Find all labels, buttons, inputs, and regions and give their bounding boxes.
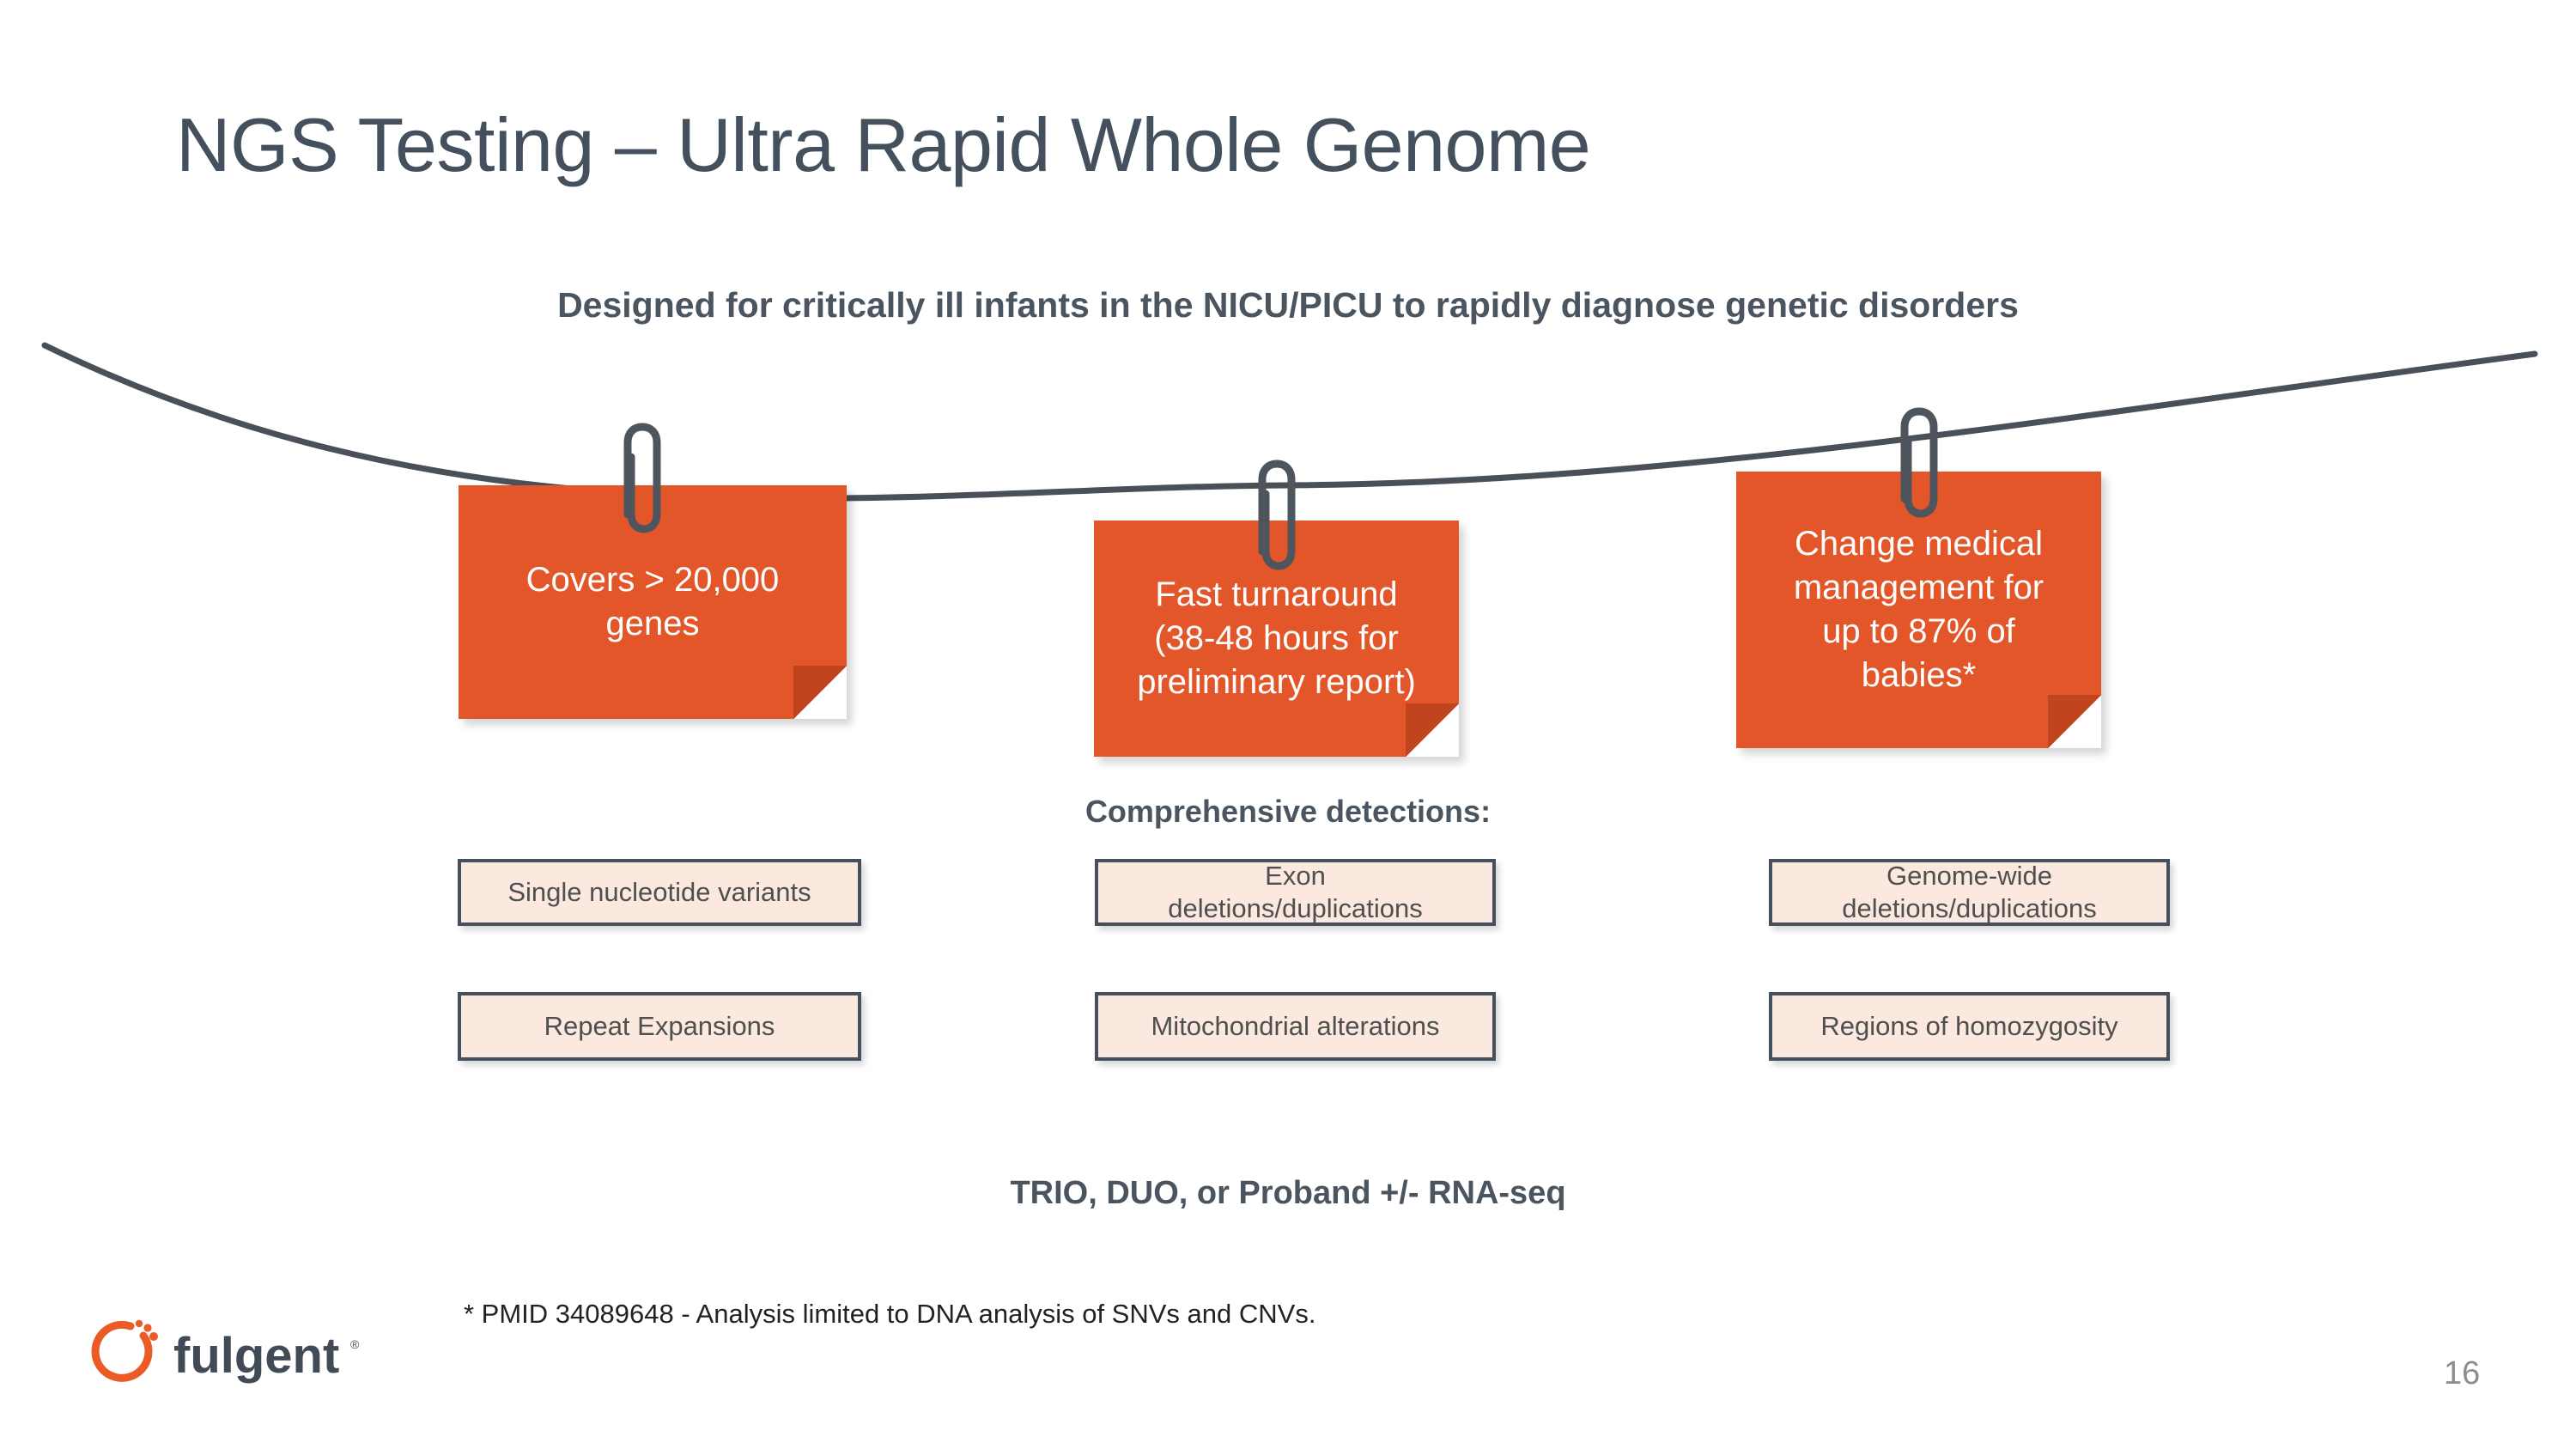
feature-card-genes-line2: genes [605, 605, 700, 642]
slide-subtitle: Designed for critically ill infants in t… [557, 285, 2019, 325]
footnote: * PMID 34089648 - Analysis limited to DN… [464, 1299, 1316, 1329]
detection-box-homozygosity: Regions of homozygosity [1769, 992, 2170, 1061]
feature-card-turnaround-line1: Fast turnaround [1155, 575, 1398, 613]
feature-card-genes-text: Covers > 20,000 genes [459, 558, 847, 646]
feature-card-management-line2: management for [1793, 568, 2044, 606]
feature-card-management-line3: up to 87% of [1822, 612, 2015, 650]
detection-box-exon-del-dup: Exon deletions/duplications [1095, 859, 1496, 926]
detection-box-mitochondrial: Mitochondrial alterations [1095, 992, 1496, 1061]
detection-box-genome-wide-del-dup: Genome-wide deletions/duplications [1769, 859, 2170, 926]
card-folded-corner [1406, 703, 1459, 757]
feature-card-management: Change medical management for up to 87% … [1736, 472, 2101, 748]
detection-line-1: Exon [1265, 860, 1326, 891]
page-title: NGS Testing – Ultra Rapid Whole Genome [176, 102, 1591, 187]
feature-card-management-line4: babies* [1861, 656, 1977, 695]
detection-box-repeat-expansions: Repeat Expansions [458, 992, 861, 1061]
detection-box-repeat-expansions-label: Repeat Expansions [544, 1010, 775, 1041]
fulgent-wordmark: fulgent [173, 1328, 339, 1384]
registered-trademark-icon: ® [350, 1337, 360, 1351]
feature-card-genes-line1: Covers > 20,000 [526, 560, 780, 599]
detection-line-2: deletions/duplications [1168, 893, 1423, 923]
page-number: 16 [2444, 1355, 2481, 1391]
detection-line-2: deletions/duplications [1842, 893, 2097, 923]
detection-box-exon-del-dup-label: Exon deletions/duplications [1151, 860, 1439, 926]
fulgent-circle-icon [91, 1319, 158, 1382]
detection-box-mitochondrial-label: Mitochondrial alterations [1151, 1010, 1440, 1041]
feature-card-turnaround-text: Fast turnaround (38-48 hours for prelimi… [1094, 573, 1459, 705]
paperclip-icon [1258, 460, 1296, 570]
detection-line-1: Genome-wide [1886, 860, 2052, 891]
detections-heading: Comprehensive detections: [1084, 794, 1492, 829]
detection-box-snv: Single nucleotide variants [458, 859, 861, 926]
paperclip-icon [623, 423, 661, 533]
test-configuration-line: TRIO, DUO, or Proband +/- RNA-seq [1010, 1175, 1566, 1211]
detection-box-snv-label: Single nucleotide variants [507, 876, 811, 907]
card-folded-corner [2048, 695, 2101, 748]
feature-card-management-text: Change medical management for up to 87% … [1736, 522, 2101, 698]
detection-box-genome-wide-del-dup-label: Genome-wide deletions/duplications [1825, 860, 2113, 926]
feature-card-management-line1: Change medical [1794, 524, 2044, 563]
paperclip-icon [1900, 407, 1938, 518]
fulgent-logo: fulgent ® [77, 1312, 369, 1398]
card-folded-corner [793, 666, 847, 719]
feature-card-turnaround-line2: (38-48 hours for [1154, 618, 1399, 657]
feature-card-turnaround-line3: preliminary report) [1137, 663, 1416, 702]
detection-box-homozygosity-label: Regions of homozygosity [1820, 1010, 2118, 1041]
feature-card-turnaround: Fast turnaround (38-48 hours for prelimi… [1094, 521, 1459, 757]
